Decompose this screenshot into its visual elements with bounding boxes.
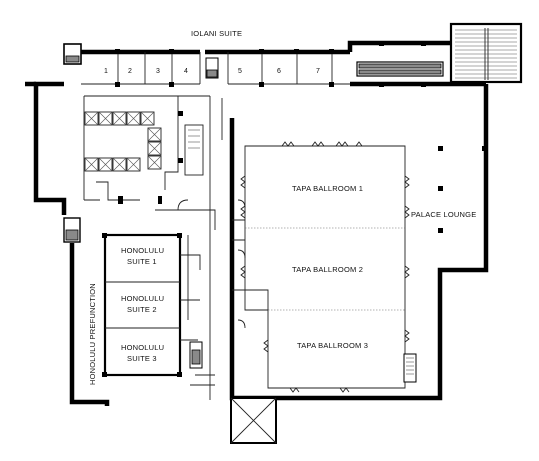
room-6-label: 6	[277, 68, 281, 75]
palace-lounge-columns	[438, 146, 487, 233]
honolulu-suite-2-label-line1: HONOLULU	[121, 294, 164, 303]
palace-lounge-label: PALACE LOUNGE	[411, 210, 476, 219]
tapa-ballrooms	[232, 141, 417, 393]
crate-column	[147, 127, 162, 170]
honolulu-suites	[102, 233, 215, 386]
room-2-label: 2	[128, 68, 132, 75]
service-area	[83, 95, 223, 400]
honolulu-suite-2-label-line2: SUITE 2	[127, 305, 157, 314]
honolulu-suite-3-label-line2: SUITE 3	[127, 354, 157, 363]
tapa-ballroom-2-label: TAPA BALLROOM 2	[292, 265, 363, 274]
honolulu-suite-1-label-line1: HONOLULU	[121, 246, 164, 255]
room-7-label: 7	[316, 68, 320, 75]
crate-row-top	[84, 111, 155, 126]
room-3-label: 3	[156, 68, 160, 75]
crate-row-bottom	[84, 157, 141, 172]
honolulu-suite-3-label-line1: HONOLULU	[121, 343, 164, 352]
honolulu-prefunction-label: HONOLULU PREFUNCTION	[88, 283, 97, 385]
room-4-label: 4	[184, 68, 188, 75]
room-1-label: 1	[104, 68, 108, 75]
stair-treads	[455, 28, 517, 80]
honolulu-suite-1-label-line2: SUITE 1	[127, 257, 157, 266]
tapa-ballroom-3-label: TAPA BALLROOM 3	[297, 341, 368, 350]
room-5-label: 5	[238, 68, 242, 75]
tapa-ballroom-1-label: TAPA BALLROOM 1	[292, 184, 363, 193]
entry-block	[230, 397, 277, 444]
iolani-suite-area	[63, 22, 523, 87]
exterior-walls	[25, 81, 489, 406]
iolani-suite-label: IOLANI SUITE	[191, 29, 242, 38]
